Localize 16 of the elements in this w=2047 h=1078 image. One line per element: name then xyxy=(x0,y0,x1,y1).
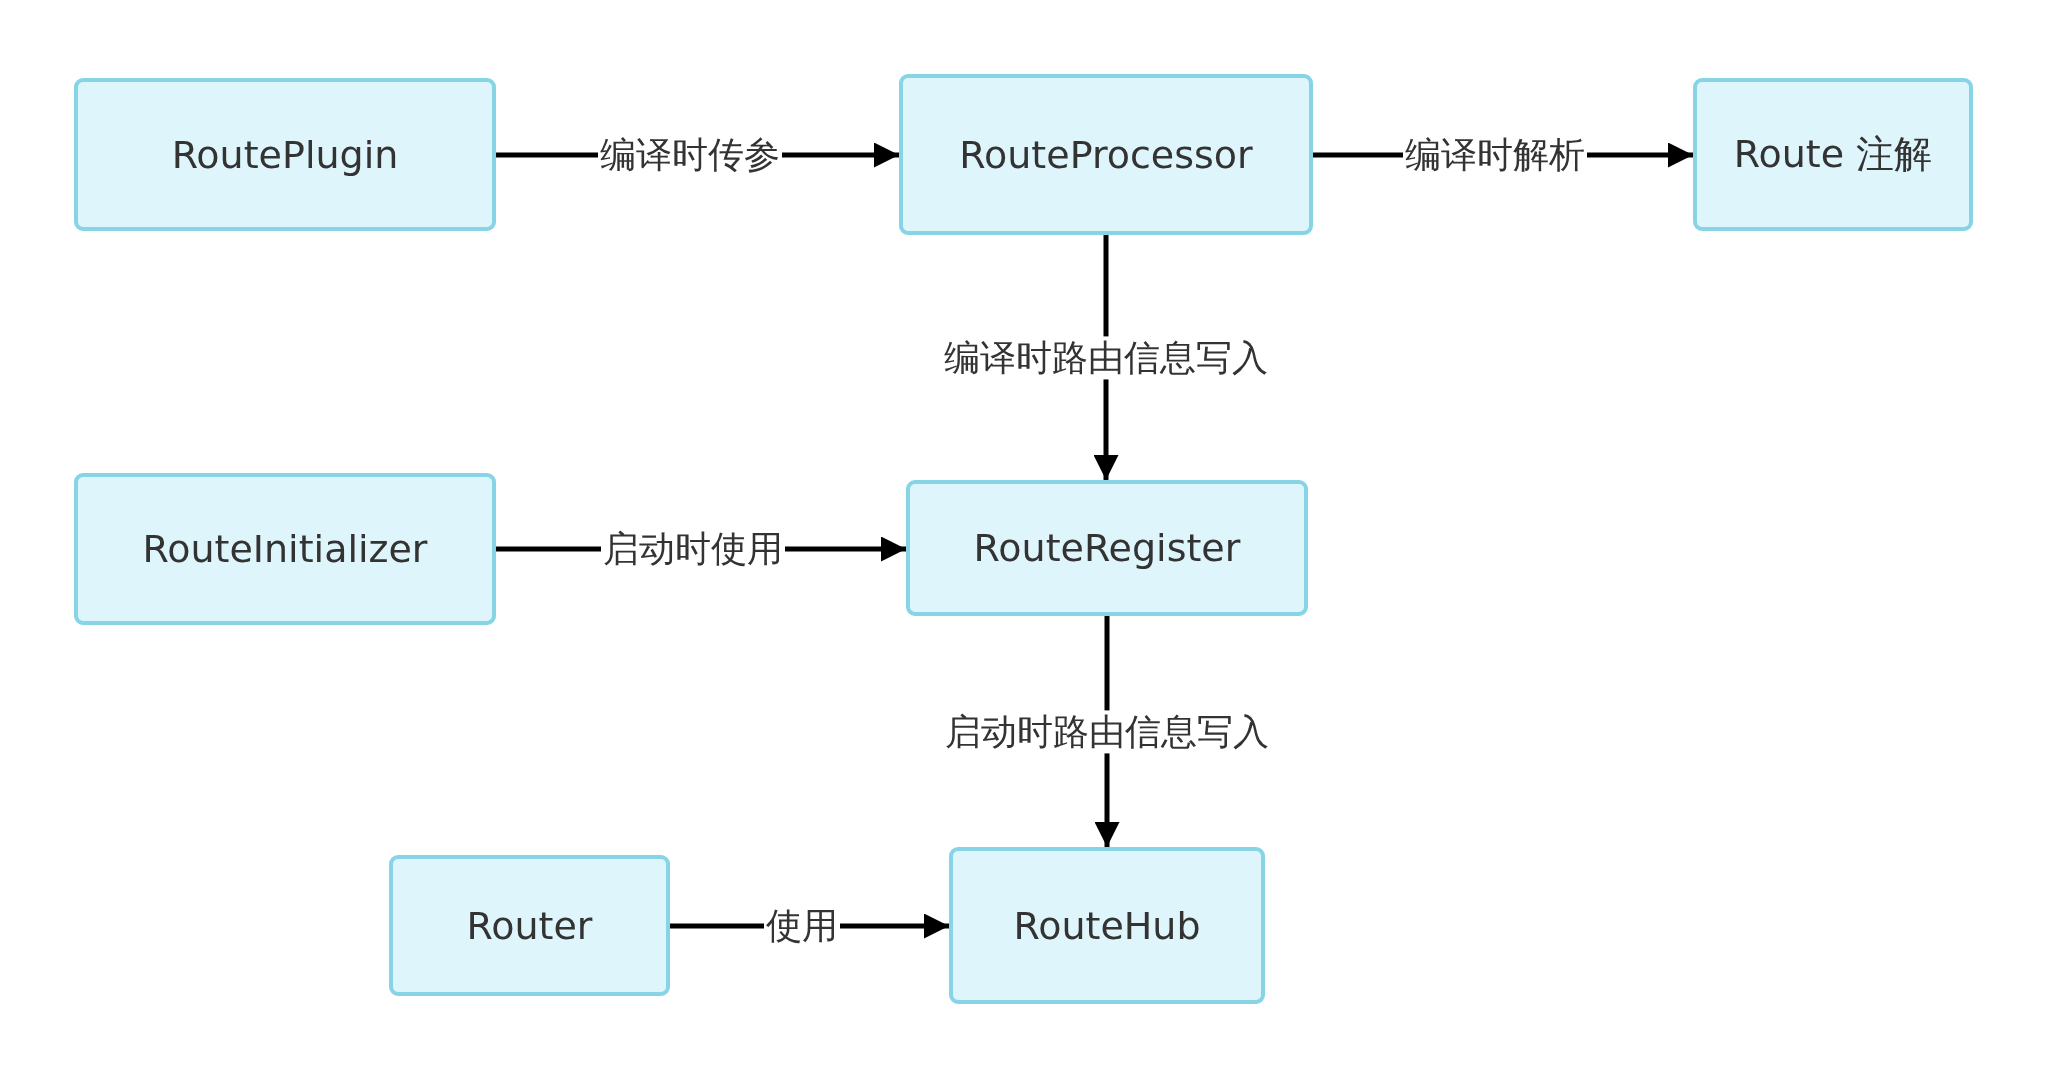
node-label: RouteInitializer xyxy=(142,527,428,571)
node-label: Route 注解 xyxy=(1733,131,1933,178)
edge-label: 启动时路由信息写入 xyxy=(943,709,1271,754)
process-box xyxy=(389,855,670,996)
process-box xyxy=(906,480,1308,616)
node-label: Router xyxy=(466,903,593,948)
edge-label: 编译时路由信息写入 xyxy=(942,335,1270,380)
node-label: RoutePlugin xyxy=(171,132,399,177)
process-box xyxy=(74,473,496,625)
node-label: RouteRegister xyxy=(973,526,1241,570)
process-box xyxy=(899,74,1313,235)
process-box xyxy=(949,847,1265,1004)
node-label: RouteHub xyxy=(1013,903,1201,948)
node-label: RouteProcessor xyxy=(959,132,1253,177)
process-box xyxy=(1693,78,1973,231)
process-box xyxy=(74,78,496,231)
